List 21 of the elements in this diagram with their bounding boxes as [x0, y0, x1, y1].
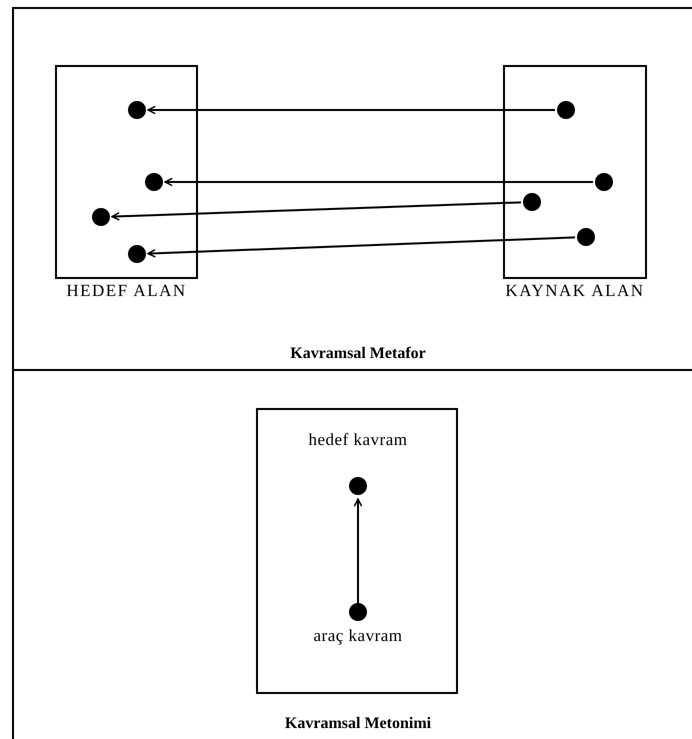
- domain-label: KAYNAK ALAN: [504, 283, 646, 299]
- concept-dot: [557, 101, 575, 119]
- panel: [12, 7, 692, 371]
- arrow: [354, 498, 362, 603]
- concept-dot: [128, 101, 146, 119]
- concept-dot: [128, 245, 146, 263]
- concept-dot: [145, 173, 163, 191]
- concept-dot: [92, 208, 110, 226]
- arrow: [147, 236, 576, 258]
- arrow: [147, 106, 555, 114]
- domain-label: HEDEF ALAN: [65, 283, 188, 299]
- panel-caption: Kavramsal Metafor: [290, 345, 426, 363]
- panel-caption: Kavramsal Metonimi: [284, 715, 432, 733]
- domain-box: [256, 408, 458, 694]
- arrow: [111, 201, 522, 221]
- concept-dot: [595, 173, 613, 191]
- concept-label: araç kavram: [312, 627, 404, 645]
- concept-dot: [523, 193, 541, 211]
- arrow: [164, 178, 593, 186]
- concept-label: hedef kavram: [308, 431, 408, 449]
- concept-dot: [577, 228, 595, 246]
